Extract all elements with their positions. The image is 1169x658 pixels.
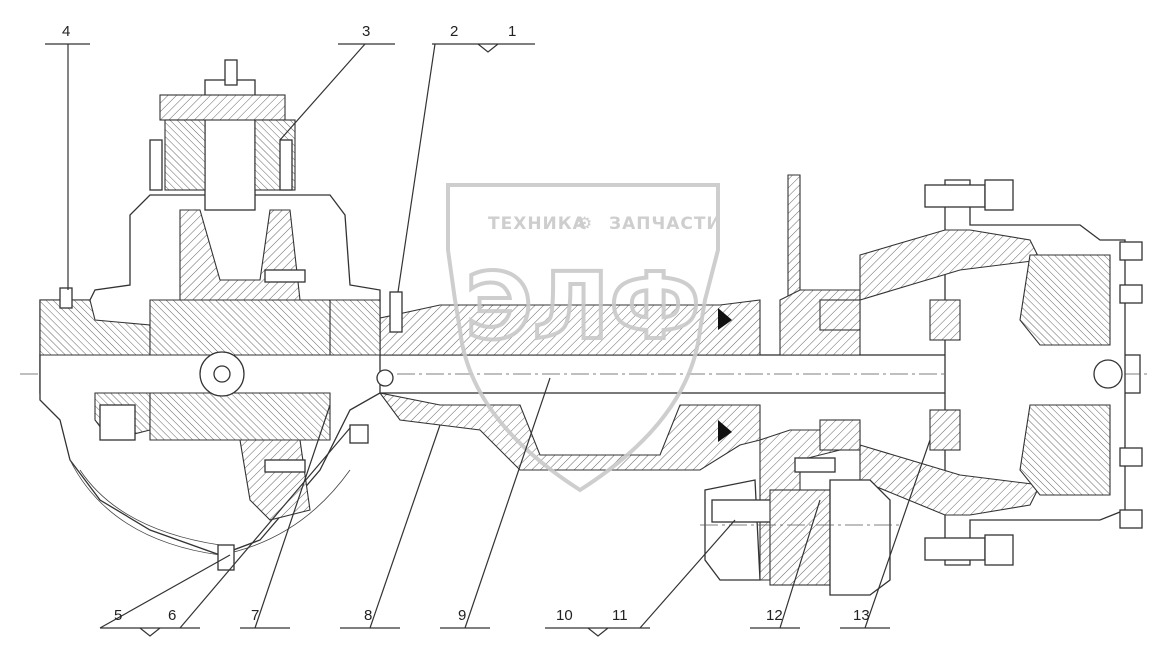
axle-housing-tube xyxy=(378,299,761,471)
gear-icon: ⚙ xyxy=(577,214,593,234)
leader-lines xyxy=(45,43,931,637)
watermark-logo: ЭЛФ xyxy=(465,253,700,360)
housing-bolts xyxy=(59,139,403,473)
brake-assembly xyxy=(700,457,900,596)
callout-11: 11 xyxy=(612,607,628,624)
callout-2: 2 xyxy=(450,23,458,40)
callout-4: 4 xyxy=(62,23,70,40)
watermark: ТЕХНИКА ⚙ ЗАПЧАСТИ ЭЛФ xyxy=(446,183,722,493)
callout-13: 13 xyxy=(853,607,870,624)
callout-10: 10 xyxy=(556,607,573,624)
callout-5: 5 xyxy=(114,607,122,624)
watermark-left-word: ТЕХНИКА xyxy=(488,214,587,234)
callout-1: 1 xyxy=(508,23,516,40)
callout-labels: 4 3 2 1 5 6 7 8 9 10 11 12 13 xyxy=(62,23,870,624)
watermark-right-word: ЗАПЧАСТИ xyxy=(609,214,722,234)
callout-12: 12 xyxy=(766,607,783,624)
wheel-hub xyxy=(819,179,1143,566)
callout-3: 3 xyxy=(362,23,370,40)
callout-8: 8 xyxy=(364,607,372,624)
callout-9: 9 xyxy=(458,607,466,624)
callout-6: 6 xyxy=(168,607,176,624)
callout-7: 7 xyxy=(251,607,259,624)
